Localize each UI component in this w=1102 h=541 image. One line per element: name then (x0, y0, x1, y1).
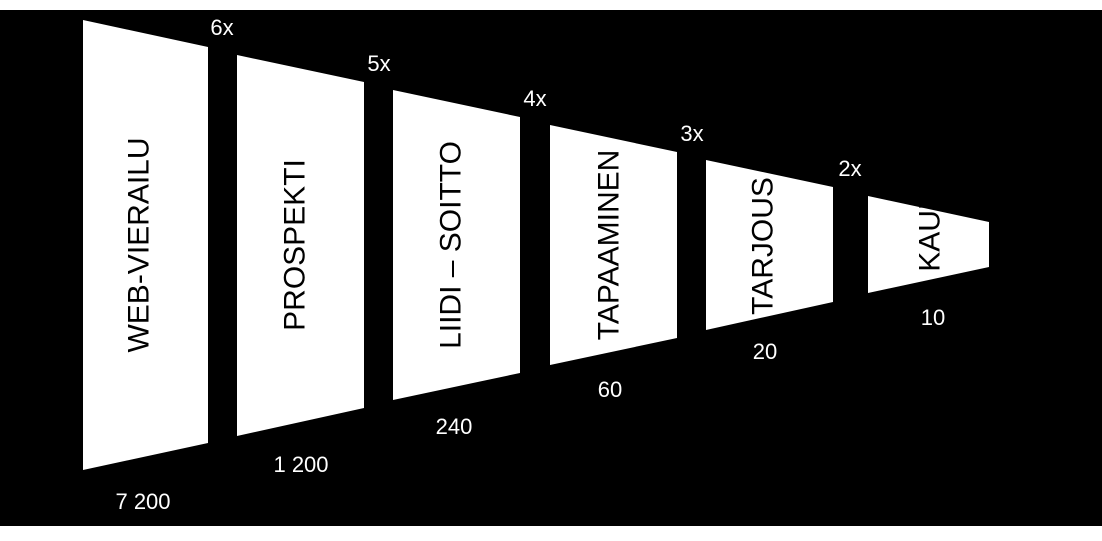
stage-label-kauppa: KAUPPA (914, 152, 947, 272)
stage-label-tapaaminen: TAPAAMINEN (593, 150, 626, 341)
funnel-stage-tapaaminen: TAPAAMINEN 60 (550, 125, 677, 402)
funnel-stage-web-vierailu: WEB-VIERAILU 7 200 (83, 20, 208, 514)
funnel-stage-prospekti: PROSPEKTI 1 200 (237, 55, 364, 477)
stage-value-prospekti: 1 200 (273, 452, 328, 477)
stage-shape-tapaaminen (550, 125, 677, 365)
stage-value-web-vierailu: 7 200 (115, 489, 170, 514)
funnel-stage-liidi-soitto: LIIDI – SOITTO 240 (393, 90, 520, 439)
stage-value-kauppa: 10 (921, 305, 945, 330)
stage-shape-prospekti (237, 55, 364, 436)
stage-value-tarjous: 20 (753, 339, 777, 364)
multiplier-4-5: 3x (680, 121, 703, 146)
multiplier-3-4: 4x (523, 86, 546, 111)
stage-shape-liidi-soitto (393, 90, 520, 400)
multiplier-2-3: 5x (367, 51, 390, 76)
stage-value-tapaaminen: 60 (598, 377, 622, 402)
multiplier-1-2: 6x (210, 15, 233, 40)
funnel-stage-tarjous: TARJOUS 20 (706, 160, 833, 364)
stage-label-prospekti: PROSPEKTI (279, 159, 312, 331)
stage-label-web-vierailu: WEB-VIERAILU (123, 137, 156, 352)
stage-value-liidi-soitto: 240 (436, 414, 473, 439)
funnel-stage-kauppa: KAUPPA 10 (868, 152, 989, 330)
stage-label-liidi-soitto: LIIDI – SOITTO (435, 141, 468, 349)
stage-shape-kauppa (868, 196, 989, 293)
stage-label-tarjous: TARJOUS (747, 177, 780, 315)
stage-shape-web-vierailu (83, 20, 208, 470)
multiplier-5-6: 2x (838, 156, 861, 181)
stage-shape-tarjous (706, 160, 833, 330)
